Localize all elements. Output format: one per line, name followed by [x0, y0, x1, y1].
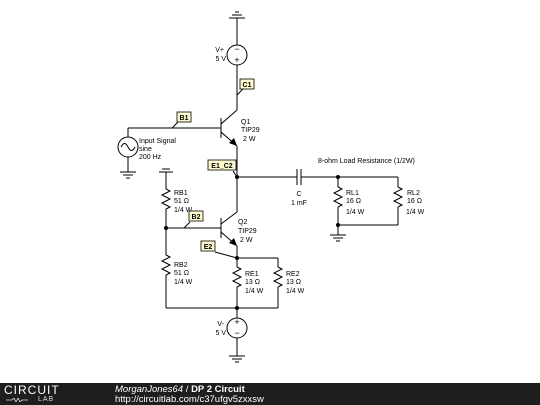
rb2-value: 51 Ω [174, 270, 189, 277]
voltage-source-vminus: + − [226, 317, 248, 339]
q1-model: TIP29 [241, 127, 260, 134]
vminus-name: V- [217, 321, 224, 328]
net-tag-b1: B1 [171, 111, 192, 129]
transistor-q2 [220, 211, 238, 247]
voltage-source-vplus: − + [226, 44, 248, 66]
cap-name: C [296, 191, 301, 198]
ground-load-symbol [330, 234, 346, 242]
circuit-name: DP 2 Circuit [191, 384, 245, 395]
rb2-name: RB2 [174, 262, 188, 269]
circuit-url-link[interactable]: http://circuitlab.com/c37ufgv5zxxsw [115, 394, 264, 405]
logo-bottom-text: LAB [38, 396, 55, 403]
ground-top-symbol [229, 11, 245, 28]
rb2-power: 1/4 W [174, 279, 193, 286]
ground-bottom-symbol [229, 355, 245, 363]
vplus-sign-bottom: + [234, 55, 239, 65]
net-tag-e2-label: E2 [204, 244, 213, 251]
rb1-value: 51 Ω [174, 198, 189, 205]
net-tag-c1-label: C1 [243, 82, 252, 89]
ground-input-symbol [120, 171, 136, 179]
vminus-sign-top: + [234, 317, 239, 327]
vplus-value: 5 V [215, 56, 226, 63]
re2-name: RE2 [286, 271, 300, 278]
rl2-power: 1/4 W [406, 209, 425, 216]
rl2-name: RL2 [407, 190, 420, 197]
rb1-power: 1/4 W [174, 207, 193, 214]
transistor-q1 [220, 109, 238, 147]
load-caption: 8-ohm Load Resistance (1/2W) [318, 158, 415, 165]
net-tag-e1c2: E1_C2 [207, 159, 238, 178]
vminus-value: 5 V [215, 330, 226, 337]
circuit-title: MorganJones64 / DP 2 Circuit [115, 384, 245, 395]
resistor-re1 [231, 266, 243, 288]
input-freq: 200 Hz [139, 154, 162, 161]
ground-rb1-symbol [159, 168, 173, 173]
capacitor-c [296, 169, 302, 185]
vminus-sign-bottom: − [234, 328, 239, 338]
logo-circuit-mark-icon [6, 398, 28, 402]
input-wave: sine [139, 146, 152, 153]
net-tag-c1: C1 [236, 78, 255, 96]
cap-value: 1 mF [291, 200, 307, 207]
vplus-name: V+ [215, 47, 224, 54]
rl1-power: 1/4 W [346, 209, 365, 216]
re1-power: 1/4 W [245, 288, 264, 295]
q1-name: Q1 [241, 119, 250, 126]
junction-dot [235, 306, 239, 310]
re1-value: 13 Ω [245, 279, 260, 286]
net-tag-b1-label: B1 [180, 115, 189, 122]
circuit-schematic: − + V+ 5 V C1 Q1 TIP29 2 W B1 Input Sign… [117, 11, 425, 363]
resistor-re2 [272, 266, 284, 288]
net-tag-e2: E2 [200, 240, 238, 259]
input-label: Input Signal [139, 138, 176, 145]
resistor-rl2 [392, 186, 404, 208]
resistor-rb2 [160, 254, 172, 276]
vplus-sign-top: − [234, 44, 239, 54]
title-separator: / [183, 384, 192, 395]
re2-power: 1/4 W [286, 288, 305, 295]
circuitlab-logo[interactable]: CIRCUIT LAB [4, 384, 90, 404]
rb1-name: RB1 [174, 190, 188, 197]
net-tag-b2-label: B2 [192, 214, 201, 221]
net-tag-b2: B2 [183, 210, 204, 229]
input-signal-source [117, 136, 139, 158]
resistor-rl1 [332, 186, 344, 208]
rl2-value: 16 Ω [407, 198, 422, 205]
author-link[interactable]: MorganJones64 [115, 384, 184, 395]
q2-model: TIP29 [238, 228, 257, 235]
net-tag-e1c2-label: E1_C2 [211, 163, 233, 170]
rl1-name: RL1 [346, 190, 359, 197]
footer-bar: CIRCUIT LAB MorganJones64 / DP 2 Circuit… [0, 383, 540, 405]
logo-top-text: CIRCUIT [4, 383, 60, 397]
q2-name: Q2 [238, 219, 247, 226]
q1-power: 2 W [243, 136, 256, 143]
q2-power: 2 W [240, 237, 253, 244]
junction-dot [336, 223, 340, 227]
rl1-value: 16 Ω [346, 198, 361, 205]
re1-name: RE1 [245, 271, 259, 278]
resistor-rb1 [160, 188, 172, 210]
re2-value: 13 Ω [286, 279, 301, 286]
